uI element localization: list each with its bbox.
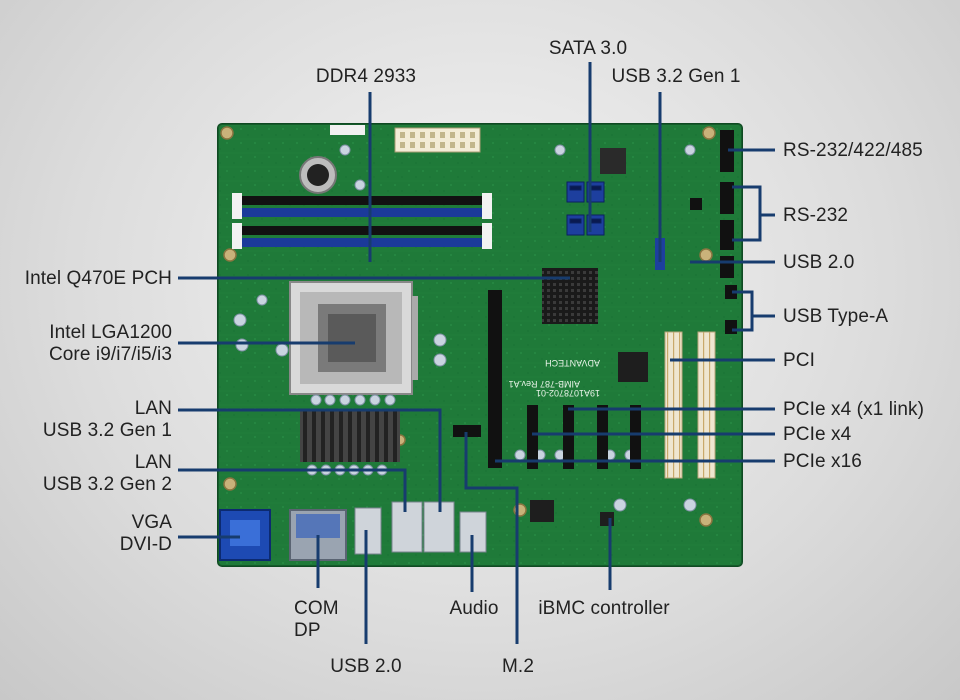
label-pch: Intel Q470E PCH — [24, 268, 172, 289]
label-lan1-line2: USB 3.2 Gen 1 — [42, 420, 172, 441]
label-ddr4: DDR4 2933 — [315, 66, 417, 87]
label-pcie-x4-x1: PCIe x4 (x1 link) — [783, 399, 925, 420]
label-com-line1: COM — [294, 598, 339, 619]
ibmc-chip — [618, 352, 648, 382]
label-vga: VGA DVI-D — [120, 512, 172, 556]
label-pcie-x4: PCIe x4 — [783, 424, 852, 445]
rear-headers — [690, 130, 737, 334]
label-lan2-line2: USB 3.2 Gen 2 — [42, 474, 172, 495]
super-io-chip — [600, 148, 626, 174]
label-com: COM DP — [294, 598, 339, 642]
label-cpu: Intel LGA1200 Core i9/i7/i5/i3 — [49, 322, 172, 366]
label-m2: M.2 — [502, 656, 534, 677]
label-usb-type-a: USB Type-A — [783, 306, 889, 327]
label-lan2-line1: LAN — [134, 452, 172, 473]
label-usb32-gen1-top: USB 3.2 Gen 1 — [611, 66, 741, 87]
label-vga-line1: VGA — [131, 512, 172, 533]
dimm-slots — [232, 193, 492, 249]
label-sata: SATA 3.0 — [548, 38, 628, 59]
label-cpu-line2: Core i9/i7/i5/i3 — [48, 344, 172, 365]
label-usb20-bottom: USB 2.0 — [330, 656, 402, 677]
silkscreen-brand: ADVANTECH — [545, 358, 600, 368]
leader-lines — [178, 62, 775, 644]
pcie-slots — [488, 290, 641, 469]
label-pcie-x16: PCIe x16 — [783, 451, 862, 472]
label-lan1: LAN USB 3.2 Gen 1 — [43, 398, 172, 442]
vrm-heatsink — [300, 410, 400, 462]
label-usb20-right: USB 2.0 — [783, 252, 855, 273]
capacitors — [233, 144, 697, 512]
silkscreen-part-number: 19A1078702-01 — [536, 388, 600, 398]
m2-slot — [453, 425, 481, 437]
label-rs232-422-485: RS-232/422/485 — [783, 140, 923, 161]
pci-slots — [664, 331, 716, 479]
label-lan1-line1: LAN — [134, 398, 172, 419]
atx-power-connector — [394, 127, 481, 153]
label-com-line2: DP — [294, 620, 321, 641]
label-ibmc: iBMC controller — [538, 598, 670, 619]
label-cpu-line1: Intel LGA1200 — [49, 322, 172, 343]
label-lan2: LAN USB 3.2 Gen 2 — [43, 452, 172, 496]
label-pci: PCI — [783, 350, 815, 371]
label-rs232: RS-232 — [783, 205, 849, 226]
label-audio: Audio — [449, 598, 499, 619]
label-vga-line2: DVI-D — [119, 534, 172, 555]
board-silkscreen: ADVANTECH AIMB-787 Rev.A1 19A1078702-01 — [509, 358, 600, 398]
silkscreen-model: AIMB-787 Rev.A1 — [509, 379, 580, 389]
pch-heatsink — [542, 268, 598, 324]
cpu-socket — [289, 281, 418, 395]
